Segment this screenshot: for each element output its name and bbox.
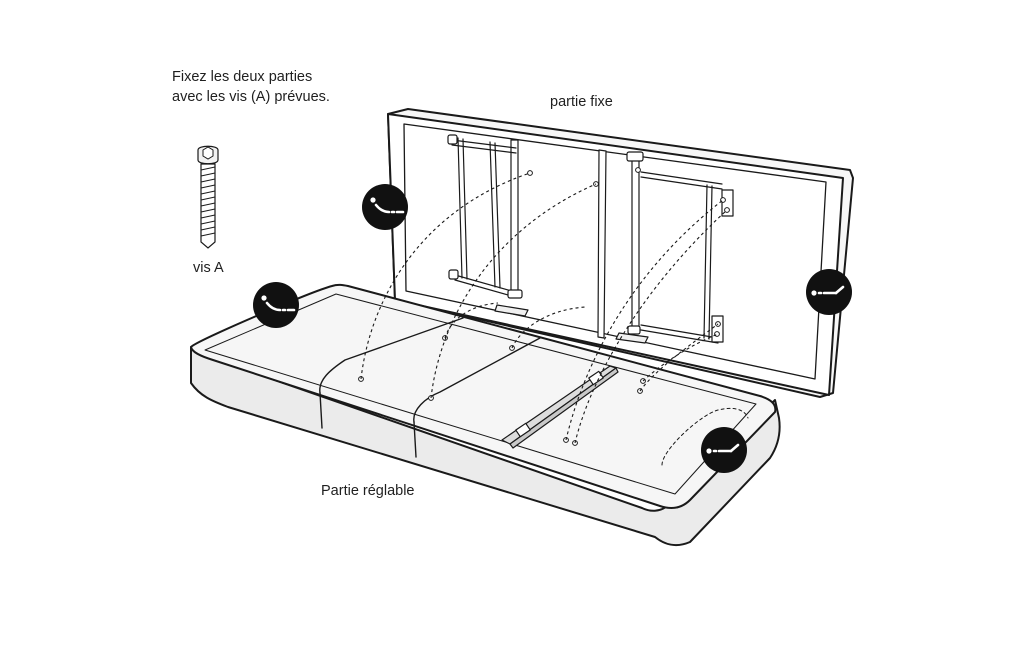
badge-flat-1 — [806, 269, 852, 315]
fixed-part-inner-frame — [403, 123, 827, 380]
instruction-line-2: avec les vis (A) prévues. — [172, 89, 330, 105]
badge-head-reclined-1 — [362, 184, 408, 230]
screw-a-drawing — [197, 145, 219, 249]
head-reclined-icon — [261, 295, 296, 312]
flat-position-icon — [706, 443, 740, 454]
adjustable-part-sides — [190, 346, 781, 547]
head-reclined-icon — [370, 197, 405, 214]
front-cutout — [661, 407, 749, 466]
flat-position-icon — [811, 285, 845, 296]
fixed-part-holes — [527, 167, 730, 337]
section-seams — [319, 317, 541, 458]
screw-label: vis A — [193, 260, 224, 276]
assembly-instruction: Fixez les deux parties avec les vis (A) … — [172, 67, 330, 107]
hinge-rail — [501, 365, 619, 449]
adjustable-part-label: Partie réglable — [321, 483, 415, 499]
fixed-part — [387, 108, 854, 398]
badge-flat-2 — [701, 427, 747, 473]
connection-lines — [360, 172, 728, 444]
badge-head-reclined-2 — [253, 282, 299, 328]
fixed-part-label: partie fixe — [550, 94, 613, 110]
right-motor-frame — [615, 151, 734, 344]
screw-shank — [200, 163, 216, 249]
left-motor-frame — [447, 134, 529, 317]
instruction-line-1: Fixez les deux parties — [172, 69, 313, 85]
fixed-part-divider — [597, 149, 607, 339]
